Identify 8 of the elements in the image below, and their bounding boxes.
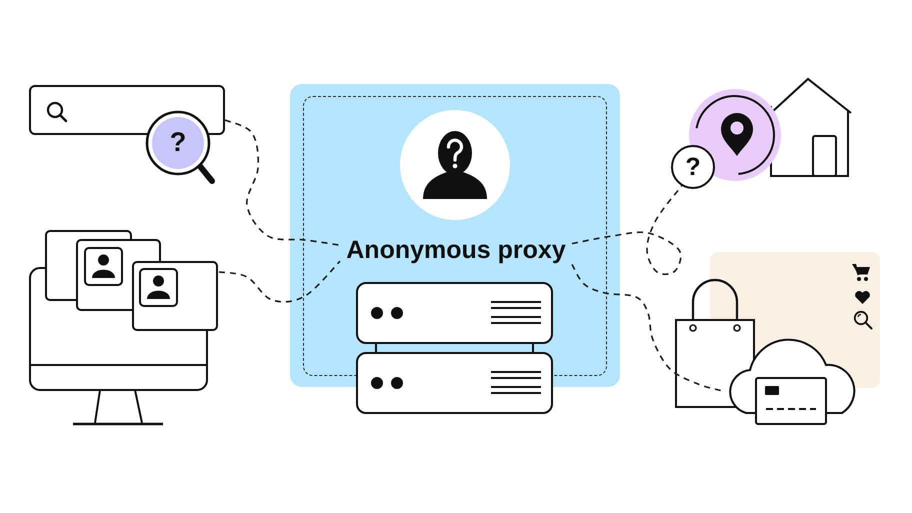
dashed-connector [224,119,340,246]
monitor-illustration [28,229,219,427]
dashed-connector [572,185,682,276]
dashed-connector [571,264,722,392]
dashed-connector [218,260,341,303]
proxy-label: Anonymous proxy [340,234,572,266]
question-bubble: ? [671,145,715,189]
question-mark: ? [168,126,188,158]
